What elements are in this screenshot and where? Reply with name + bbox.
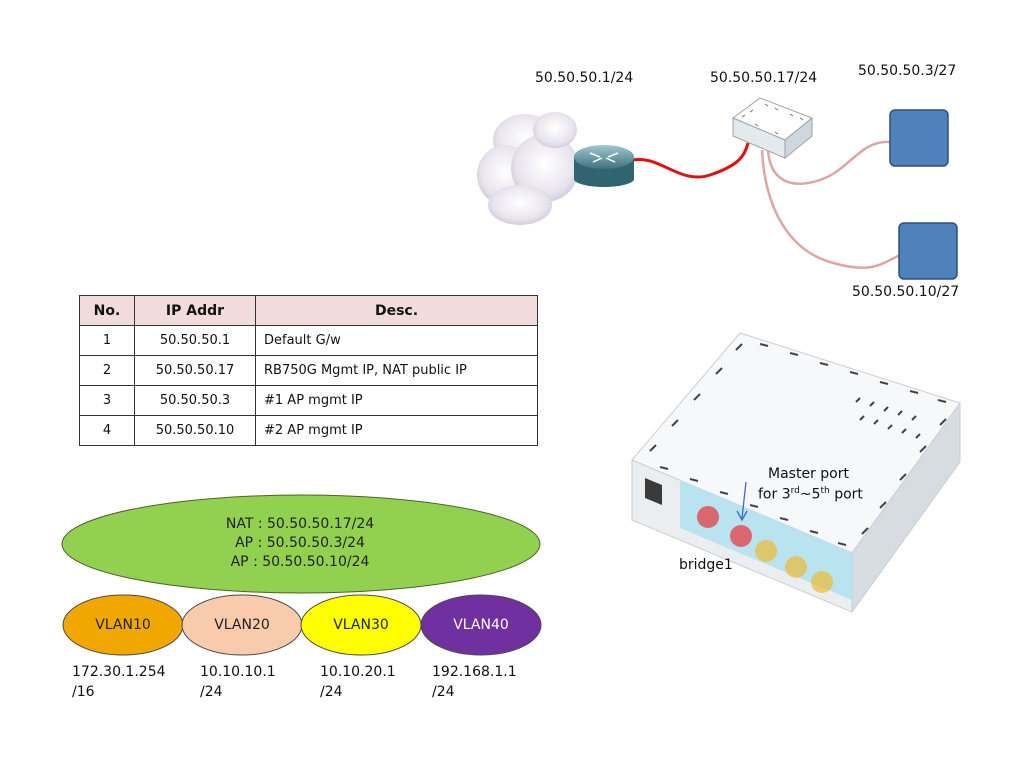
table-row: 3 50.50.50.3 #1 AP mgmt IP bbox=[79, 385, 538, 416]
row-ip: 50.50.50.10 bbox=[134, 415, 256, 446]
row-no: 2 bbox=[79, 355, 135, 386]
vlan30-mask: /24 bbox=[320, 684, 343, 700]
vlan20-label: VLAN20 bbox=[214, 617, 270, 633]
vlan10-network: 172.30.1.254 /16 bbox=[72, 662, 166, 702]
port4-highlight bbox=[785, 556, 807, 578]
wan-link bbox=[632, 142, 750, 179]
row-ip: 50.50.50.3 bbox=[134, 385, 256, 416]
ap1-link bbox=[766, 140, 891, 185]
header-no: No. bbox=[79, 295, 135, 326]
row-desc: Default G/w bbox=[255, 325, 538, 356]
row-ip: 50.50.50.1 bbox=[134, 325, 256, 356]
vlan30-ip: 10.10.20.1 bbox=[320, 664, 396, 680]
gateway-ip-label: 50.50.50.1/24 bbox=[535, 70, 634, 86]
port2-highlight bbox=[730, 525, 752, 547]
header-desc: Desc. bbox=[255, 295, 538, 326]
router-ip-label: 50.50.50.17/24 bbox=[710, 70, 818, 86]
bridge-group-ellipse bbox=[61, 494, 541, 594]
bridge-line-ap1: AP : 50.50.50.3/24 bbox=[235, 535, 365, 551]
bridge-group-text: NAT : 50.50.50.17/24 AP : 50.50.50.3/24 … bbox=[150, 515, 450, 572]
row-no: 1 bbox=[79, 325, 135, 356]
row-no: 3 bbox=[79, 385, 135, 416]
vlan10-label: VLAN10 bbox=[95, 617, 151, 633]
header-ip-addr: IP Addr bbox=[134, 295, 256, 326]
row-no: 4 bbox=[79, 415, 135, 446]
table-row: 2 50.50.50.17 RB750G Mgmt IP, NAT public… bbox=[79, 355, 538, 386]
master-port-range-label: for 3rd~5th port bbox=[758, 486, 863, 503]
row-ip: 50.50.50.17 bbox=[134, 355, 256, 386]
vlan30-label: VLAN30 bbox=[333, 617, 389, 633]
ap1-ip-label: 50.50.50.3/27 bbox=[858, 63, 957, 79]
port1-highlight bbox=[697, 506, 719, 528]
vlan20-ip: 10.10.10.1 bbox=[200, 664, 276, 680]
row-desc: #2 AP mgmt IP bbox=[255, 415, 538, 446]
table-row: 1 50.50.50.1 Default G/w bbox=[79, 325, 538, 356]
vlan40-ellipse bbox=[420, 594, 542, 656]
ip-address-table: No. IP Addr Desc. 1 50.50.50.1 Default G… bbox=[79, 295, 538, 446]
vlan40-ip: 192.168.1.1 bbox=[432, 664, 517, 680]
row-desc: RB750G Mgmt IP, NAT public IP bbox=[255, 355, 538, 386]
vlan10-ip: 172.30.1.254 bbox=[72, 664, 166, 680]
ap1-icon bbox=[889, 109, 949, 167]
ap2-link bbox=[760, 149, 901, 269]
master-port-label: Master port bbox=[768, 466, 849, 482]
bridge1-label: bridge1 bbox=[679, 557, 733, 573]
master-port-arrow bbox=[741, 481, 747, 519]
rb750g-device-photo bbox=[631, 332, 961, 614]
table-row: 4 50.50.50.10 #2 AP mgmt IP bbox=[79, 415, 538, 446]
ap2-icon bbox=[898, 222, 958, 280]
vlan30-network: 10.10.20.1 /24 bbox=[320, 662, 396, 702]
rb750g-switch-icon bbox=[731, 97, 813, 160]
vlan40-label: VLAN40 bbox=[453, 617, 509, 633]
table-header-row: No. IP Addr Desc. bbox=[79, 295, 538, 326]
vlan40-network: 192.168.1.1 /24 bbox=[432, 662, 517, 702]
bridge-line-nat: NAT : 50.50.50.17/24 bbox=[225, 516, 375, 532]
bridge-line-ap2: AP : 50.50.50.10/24 bbox=[230, 554, 370, 570]
port5-highlight bbox=[811, 571, 833, 593]
vlan20-mask: /24 bbox=[200, 684, 223, 700]
vlan20-network: 10.10.10.1 /24 bbox=[200, 662, 276, 702]
vlan40-mask: /24 bbox=[432, 684, 455, 700]
port3-highlight bbox=[755, 540, 777, 562]
gateway-router-icon bbox=[574, 145, 634, 187]
vlan10-mask: /16 bbox=[72, 684, 95, 700]
row-desc: #1 AP mgmt IP bbox=[255, 385, 538, 416]
ap2-ip-label: 50.50.50.10/27 bbox=[852, 284, 960, 300]
internet-cloud-icon bbox=[477, 112, 579, 225]
